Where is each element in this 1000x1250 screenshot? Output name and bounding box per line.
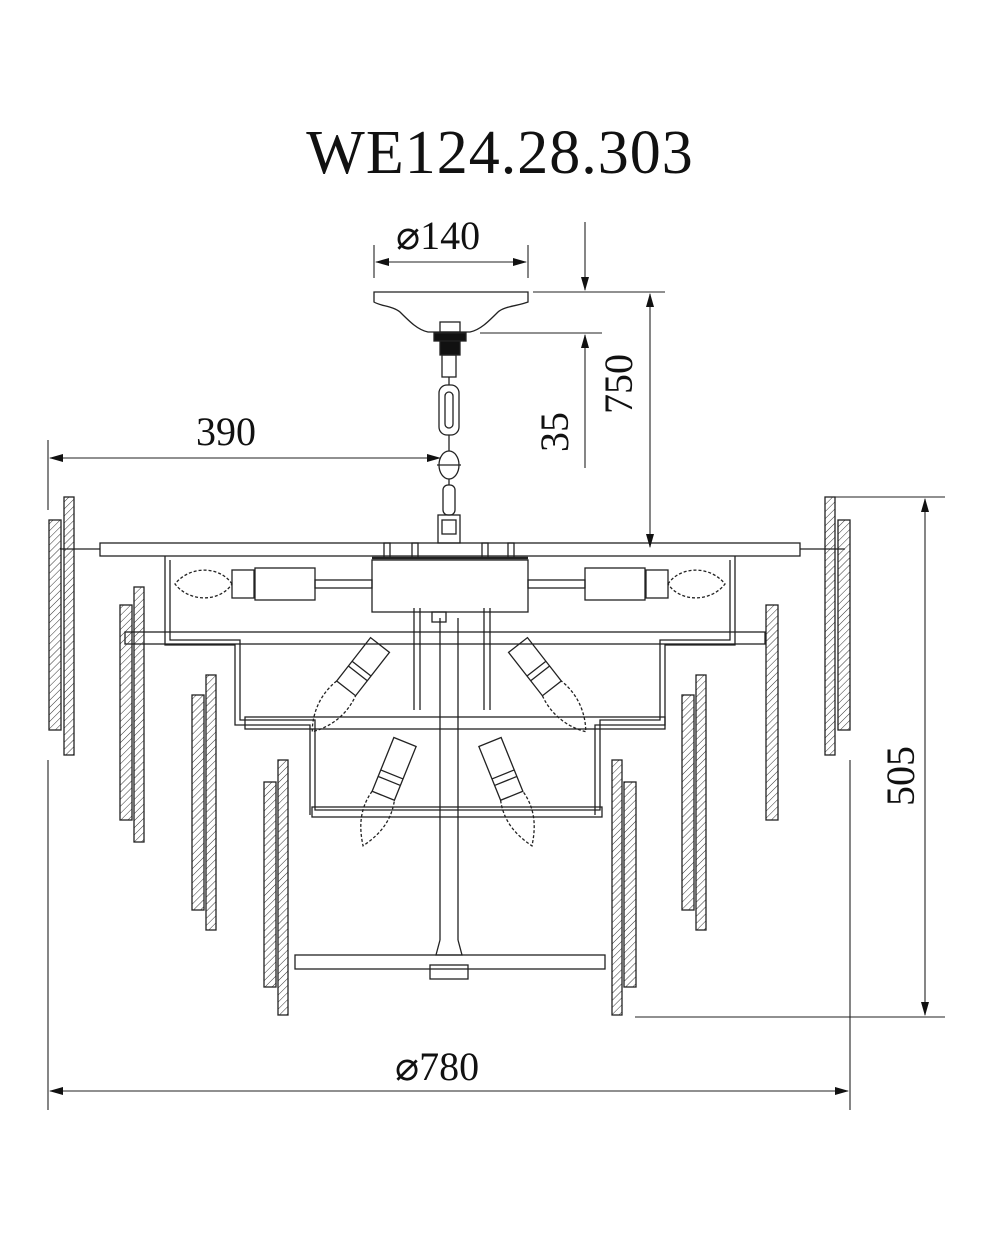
glass-panels-left [48, 496, 289, 1016]
lamp-lower-left [360, 736, 417, 847]
lamp-left-horizontal [174, 567, 373, 601]
canopy [373, 291, 529, 356]
dim-overall-diameter: ⌀780 [395, 1044, 480, 1089]
dim-max-height: 750 [596, 354, 641, 414]
frame-rails [124, 556, 766, 980]
dim-half-width: 390 [196, 409, 256, 454]
lamp-right-horizontal [527, 567, 726, 601]
lamp-upper-left [311, 636, 391, 733]
dim-canopy-diameter: ⌀140 [396, 213, 481, 258]
chain [437, 354, 461, 544]
glass-panels-right [611, 496, 851, 1016]
dim-body-height: 505 [878, 746, 923, 806]
upper-ring [60, 542, 845, 559]
model-title: WE124.28.303 [306, 119, 694, 187]
hub [371, 556, 529, 623]
dimension-lines [47, 222, 945, 1110]
lamp-upper-right [507, 636, 587, 733]
centre-stem [413, 608, 491, 956]
lamp-lower-right [478, 736, 535, 847]
dim-canopy-height: 35 [532, 412, 577, 452]
